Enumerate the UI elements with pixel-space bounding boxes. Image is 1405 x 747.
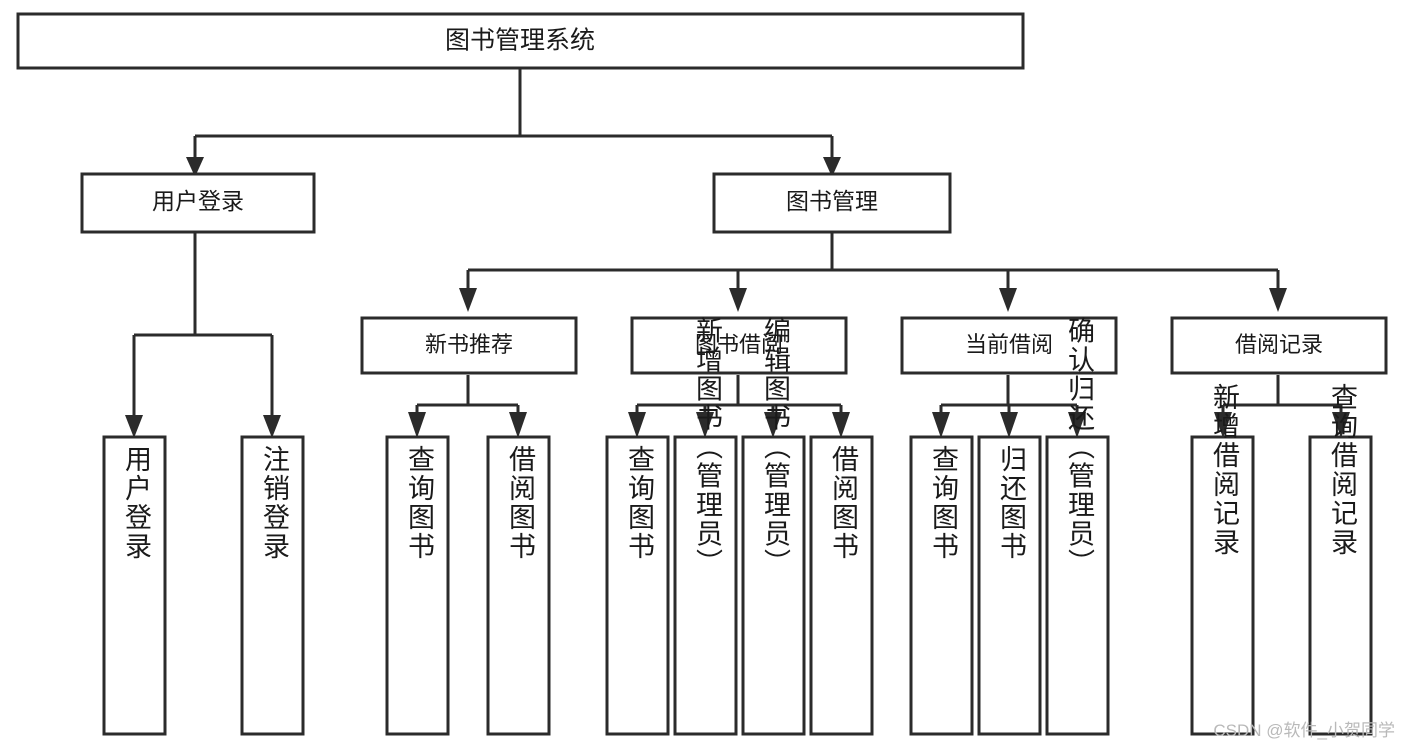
arrowhead-leaf-user-logout (263, 415, 281, 438)
node-leaf-query-book-3[interactable]: 查询图书 (909, 435, 974, 736)
node-leaf-add-record[interactable]: 新增借阅记录 (1190, 383, 1255, 736)
node-leaf-borrow-book-2[interactable]: 借阅图书 (809, 435, 874, 736)
node-leaf-query-book-2-box[interactable] (605, 435, 670, 736)
edge-group-user-login (125, 232, 281, 438)
arrowhead-book-borrow (729, 288, 747, 312)
node-leaf-borrow-book-1[interactable]: 借阅图书 (486, 435, 551, 736)
node-new-book-rec-box[interactable] (360, 316, 578, 375)
node-new-book-rec[interactable]: 新书推荐 (360, 316, 578, 375)
node-leaf-user-login[interactable]: 用户登录 (102, 435, 167, 736)
node-leaf-borrow-book-2-label: 借阅图书 (828, 445, 859, 561)
node-user-login-label: 用户登录 (152, 188, 244, 214)
node-leaf-edit-book-label: 编辑图书（管理员） (760, 316, 791, 577)
arrowhead-leaf-query-book-3 (932, 412, 950, 438)
node-leaf-user-logout-label: 注销登录 (259, 445, 290, 561)
node-borrow-record-box[interactable] (1170, 316, 1388, 375)
node-leaf-user-logout-box[interactable] (240, 435, 305, 736)
node-leaf-return-book-box[interactable] (977, 435, 1042, 736)
node-leaf-query-book-3-label: 查询图书 (928, 445, 959, 561)
arrowhead-leaf-query-book-1 (408, 412, 426, 438)
node-root[interactable]: 图书管理系统 (16, 12, 1025, 70)
node-book-manage-box[interactable] (712, 172, 952, 234)
node-leaf-query-book-1[interactable]: 查询图书 (385, 435, 450, 736)
node-leaf-borrow-book-2-box[interactable] (809, 435, 874, 736)
arrowhead-user-login (186, 157, 204, 177)
node-book-borrow-label: 图书借阅 (695, 332, 783, 357)
node-root-box[interactable] (16, 12, 1025, 70)
arrowhead-book-manage (823, 157, 841, 177)
node-leaf-borrow-book-1-label: 借阅图书 (505, 445, 536, 561)
csdn-watermark: CSDN @软件_小贺同学 (1213, 721, 1395, 740)
arrowhead-leaf-user-login (125, 415, 143, 438)
node-borrow-record[interactable]: 借阅记录 (1170, 316, 1388, 375)
node-leaf-add-record-label: 新增借阅记录 (1209, 383, 1240, 557)
arrowhead-leaf-borrow-book-1 (509, 412, 527, 438)
node-current-borrow-label: 当前借阅 (965, 332, 1053, 357)
node-leaf-user-login-box[interactable] (102, 435, 167, 736)
node-current-borrow[interactable]: 当前借阅 (900, 316, 1118, 375)
arrowhead-leaf-edit-book (764, 412, 782, 438)
node-leaf-user-logout[interactable]: 注销登录 (240, 435, 305, 736)
node-current-borrow-box[interactable] (900, 316, 1118, 375)
node-leaf-edit-book-box[interactable] (741, 435, 806, 736)
edge-group-new-book-rec (408, 375, 527, 438)
node-leaf-confirm-return[interactable]: 确认归还（管理员） (1045, 316, 1110, 736)
node-leaf-edit-book[interactable]: 编辑图书（管理员） (741, 316, 806, 736)
edge-group-book-borrow (628, 375, 850, 438)
arrowhead-leaf-query-record (1332, 412, 1350, 438)
node-leaf-borrow-book-1-box[interactable] (486, 435, 551, 736)
edge-group-root (186, 68, 841, 177)
arrowhead-leaf-add-record (1214, 412, 1232, 438)
node-leaf-query-record-box[interactable] (1308, 435, 1373, 736)
node-leaf-confirm-return-box[interactable] (1045, 435, 1110, 736)
node-leaf-user-login-label: 用户登录 (121, 445, 152, 561)
node-leaf-query-book-1-box[interactable] (385, 435, 450, 736)
node-leaf-confirm-return-label: 确认归还（管理员） (1064, 316, 1095, 577)
node-leaf-add-record-box[interactable] (1190, 435, 1255, 736)
node-leaf-query-book-2[interactable]: 查询图书 (605, 435, 670, 736)
arrowhead-leaf-query-book-2 (628, 412, 646, 438)
node-leaf-query-book-2-label: 查询图书 (624, 445, 655, 561)
node-new-book-rec-label: 新书推荐 (425, 332, 513, 357)
edge-group-current-borrow (932, 375, 1086, 438)
node-user-login[interactable]: 用户登录 (80, 172, 316, 234)
node-book-manage[interactable]: 图书管理 (712, 172, 952, 234)
node-leaf-return-book[interactable]: 归还图书 (977, 435, 1042, 736)
node-book-borrow-box[interactable] (630, 316, 848, 375)
node-book-manage-label: 图书管理 (786, 188, 878, 214)
arrowhead-leaf-borrow-book-2 (832, 412, 850, 438)
arrowhead-leaf-return-book (1000, 412, 1018, 438)
arrowhead-borrow-record (1269, 288, 1287, 312)
arrowhead-new-book-rec (459, 288, 477, 312)
node-leaf-query-record-label: 查询借阅记录 (1327, 383, 1358, 557)
edge-group-borrow-record (1214, 375, 1350, 438)
node-leaf-add-book-label: 新增图书（管理员） (692, 316, 723, 577)
node-leaf-return-book-label: 归还图书 (996, 445, 1027, 561)
node-user-login-box[interactable] (80, 172, 316, 234)
arrowhead-leaf-confirm-return (1068, 412, 1086, 438)
arrowhead-leaf-add-book (696, 412, 714, 438)
node-book-borrow[interactable]: 图书借阅 (630, 316, 848, 375)
node-leaf-query-record[interactable]: 查询借阅记录 (1308, 383, 1373, 736)
node-root-label: 图书管理系统 (445, 27, 595, 55)
arrowhead-current-borrow (999, 288, 1017, 312)
edge-group-book-manage (459, 232, 1287, 312)
node-leaf-query-book-3-box[interactable] (909, 435, 974, 736)
node-leaf-query-book-1-label: 查询图书 (404, 445, 435, 561)
node-leaf-add-book[interactable]: 新增图书（管理员） (673, 316, 738, 736)
node-borrow-record-label: 借阅记录 (1235, 332, 1323, 357)
node-leaf-add-book-box[interactable] (673, 435, 738, 736)
